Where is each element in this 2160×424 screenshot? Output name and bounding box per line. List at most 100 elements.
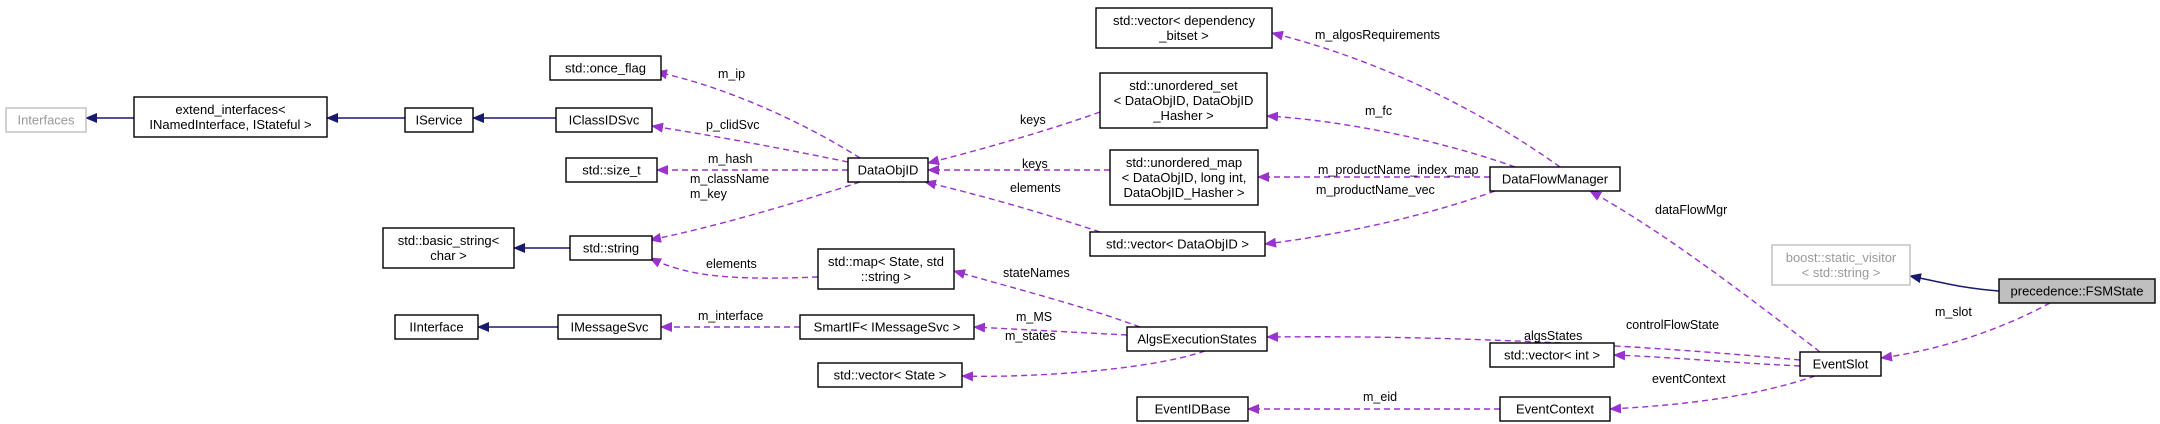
edge-m_productName_vec [1264, 190, 1496, 248]
edge-fsmstate-to-static-visitor [1909, 273, 2000, 292]
class-node-label: IClassIDSvc [569, 113, 640, 128]
class-node-basic-string[interactable]: std::basic_string<char > [382, 227, 515, 269]
class-node-label: < DataObjID, long int, [1122, 170, 1247, 185]
class-node-box [382, 227, 515, 269]
class-node-box [1099, 72, 1268, 129]
class-node-label: IService [416, 113, 463, 128]
class-node-box [394, 314, 479, 340]
class-node-label: std::vector< int > [1504, 348, 1600, 363]
edge-m_algosRequirements [1271, 30, 1561, 168]
edge-label-elements-string: elements [706, 257, 757, 271]
edges-layer [85, 30, 2051, 414]
class-node-algsexecutionstates[interactable]: AlgsExecutionStates [1126, 326, 1268, 352]
class-node-iservice[interactable]: IService [404, 107, 474, 133]
class-node-unordered-map[interactable]: std::unordered_map< DataObjID, long int,… [1109, 149, 1259, 206]
class-node-eventcontext[interactable]: EventContext [1499, 396, 1611, 422]
edge-label-m-interface: m_interface [698, 309, 763, 323]
class-node-box [1136, 396, 1249, 422]
class-node-label: std::map< State, std [828, 254, 944, 269]
class-node-vector-dep[interactable]: std::vector< dependency_bitset > [1095, 7, 1273, 49]
class-node-box [1126, 326, 1268, 352]
class-node-box [569, 235, 653, 261]
class-node-interfaces[interactable]: Interfaces [5, 107, 87, 133]
class-node-label: DataFlowManager [1502, 172, 1609, 187]
class-node-box [847, 157, 929, 183]
class-node-eventslot[interactable]: EventSlot [1799, 351, 1882, 377]
class-node-map-state[interactable]: std::map< State, std::string > [817, 248, 955, 290]
edge-label-m-slot: m_slot [1935, 305, 1972, 319]
class-node-label: std::vector< dependency [1113, 13, 1256, 28]
class-node-iinterface[interactable]: IInterface [394, 314, 479, 340]
edge-label-keys-map: keys [1022, 157, 1048, 171]
edge-label-m-states: m_states [1005, 329, 1056, 343]
class-node-box [133, 96, 328, 138]
edge-label-eventContext: eventContext [1652, 372, 1726, 386]
class-node-label: Interfaces [17, 113, 75, 128]
class-node-box [1499, 396, 1611, 422]
class-node-box [404, 107, 474, 133]
edge-m_ip [655, 69, 861, 159]
class-node-once-flag[interactable]: std::once_flag [549, 55, 662, 81]
class-node-label: std::unordered_map [1126, 155, 1242, 170]
edge-controlFlowState [1613, 350, 1801, 367]
class-node-label: extend_interfaces< [175, 102, 285, 117]
class-node-label: precedence::FSMState [2011, 284, 2144, 299]
edge-label-m-MS: m_MS [1016, 310, 1052, 324]
edge-label-dataFlowMgr: dataFlowMgr [1655, 203, 1727, 217]
class-node-box [1109, 149, 1259, 206]
class-node-vector-state[interactable]: std::vector< State > [817, 362, 963, 388]
edge-label-m-productName-vec: m_productName_vec [1316, 183, 1435, 197]
edge-label-elements-vector: elements [1010, 181, 1061, 195]
class-node-label: EventContext [1516, 402, 1594, 417]
edge-label-m-ip: m_ip [718, 67, 745, 81]
class-node-label: char > [430, 248, 467, 263]
class-node-size-t[interactable]: std::size_t [565, 157, 658, 183]
class-node-vector-dataobjid[interactable]: std::vector< DataObjID > [1089, 231, 1266, 257]
edge-p_clidSvc [651, 122, 849, 163]
class-node-label: std::unordered_set [1129, 78, 1238, 93]
class-node-unordered-set[interactable]: std::unordered_set< DataObjID, DataObjID… [1099, 72, 1268, 129]
class-node-label: EventIDBase [1155, 402, 1231, 417]
class-node-label: _bitset > [1158, 28, 1209, 43]
edge-label-m-productName-index-map: m_productName_index_map [1318, 163, 1479, 177]
edge-label-m-fc: m_fc [1365, 104, 1392, 118]
class-node-box [1799, 351, 1882, 377]
edge-m_fc [1266, 111, 1516, 168]
class-node-vector-int[interactable]: std::vector< int > [1489, 342, 1615, 368]
class-node-imessagesvc[interactable]: IMessageSvc [557, 314, 662, 340]
class-node-dataflowmanager[interactable]: DataFlowManager [1489, 166, 1621, 192]
edge-label-m-algosRequirements: m_algosRequirements [1315, 28, 1440, 42]
edge-m_MS [973, 322, 1128, 336]
edge-m_slot [1880, 302, 2051, 362]
class-node-label: DataObjID [858, 163, 919, 178]
class-node-fsmstate[interactable]: precedence::FSMState [1998, 278, 2156, 304]
class-node-string[interactable]: std::string [569, 235, 653, 261]
class-node-box [1095, 7, 1273, 49]
class-node-box [799, 314, 975, 340]
class-node-extend-interfaces[interactable]: extend_interfaces<INamedInterface, IStat… [133, 96, 328, 138]
edge-eventContext [1609, 375, 1816, 414]
class-node-label: ::string > [861, 269, 911, 284]
class-node-label: DataObjID_Hasher > [1123, 185, 1244, 200]
class-node-eventidbase[interactable]: EventIDBase [1136, 396, 1249, 422]
class-node-label: std::string [583, 241, 639, 256]
edge-m_states [961, 350, 1206, 382]
edge-elements-string [649, 257, 819, 279]
class-node-label: boost::static_visitor [1786, 250, 1897, 265]
class-node-label: std::once_flag [565, 61, 646, 76]
class-node-iclassidsvc[interactable]: IClassIDSvc [555, 107, 653, 133]
class-node-box [817, 248, 955, 290]
class-node-label: SmartIF< IMessageSvc > [814, 320, 961, 335]
class-node-label: < DataObjID, DataObjID [1114, 93, 1254, 108]
class-node-smartif[interactable]: SmartIF< IMessageSvc > [799, 314, 975, 340]
edge-label-m-eid: m_eid [1363, 390, 1397, 404]
class-node-label: AlgsExecutionStates [1137, 332, 1257, 347]
class-node-dataobjid[interactable]: DataObjID [847, 157, 929, 183]
class-node-box [5, 107, 87, 133]
class-node-box [555, 107, 653, 133]
class-node-static-visitor[interactable]: boost::static_visitor< std::string > [1771, 244, 1911, 286]
class-node-label: IMessageSvc [570, 320, 649, 335]
class-node-label: std::basic_string< [398, 233, 500, 248]
class-node-box [817, 362, 963, 388]
